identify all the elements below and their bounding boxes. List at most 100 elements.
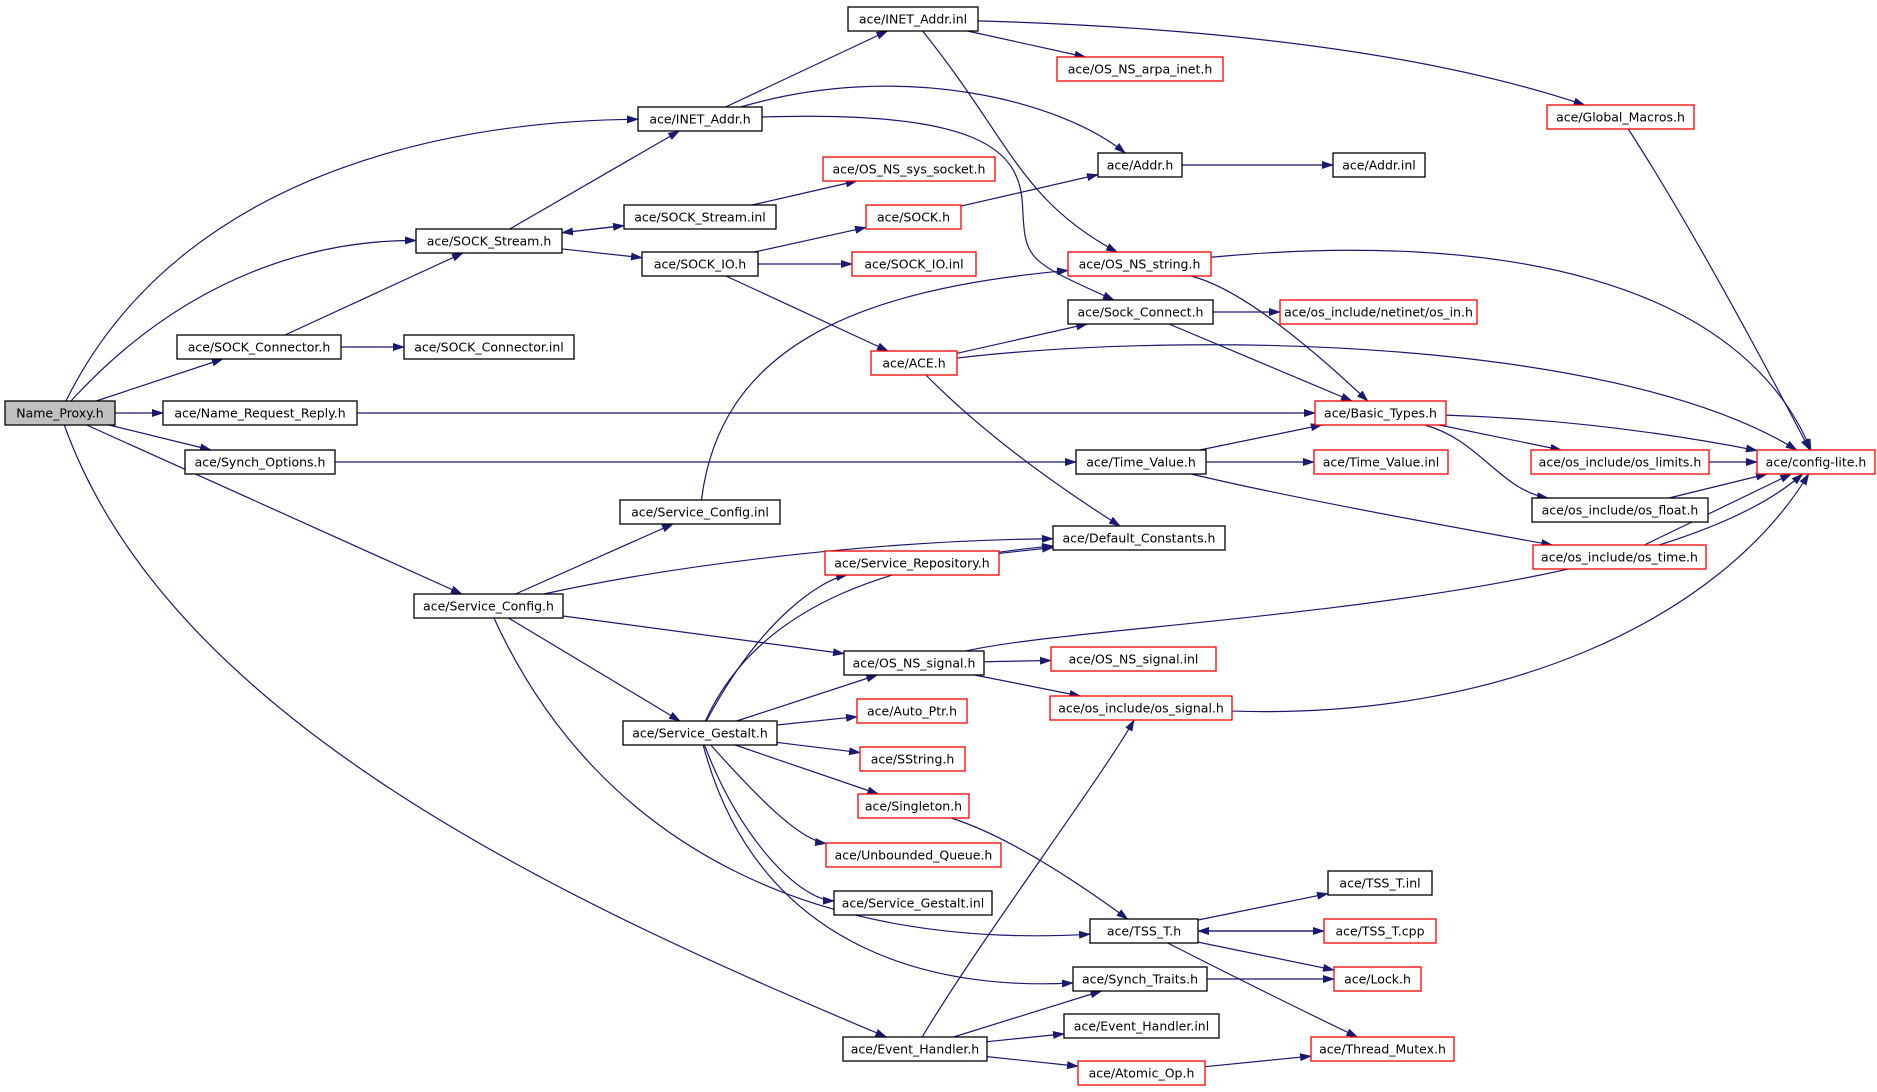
edge-n20-n25: [1445, 414, 1758, 453]
edge-n13-n20: [1190, 275, 1369, 402]
edge-n8-n5: [752, 179, 858, 206]
edge-n3-n25: [1627, 128, 1811, 451]
node-box: [403, 334, 575, 360]
graph-node[interactable]: ace/Basic_Types.h: [1314, 400, 1447, 426]
graph-node[interactable]: ace/Thread_Mutex.h: [1310, 1036, 1455, 1062]
graph-node[interactable]: ace/Synch_Traits.h: [1072, 966, 1208, 992]
edge-n30-n25: [1644, 473, 1793, 546]
edge-n29-n28: [998, 544, 1054, 555]
edge-n0-n31: [86, 424, 463, 595]
graph-node[interactable]: ace/SOCK_Connector.inl: [403, 334, 575, 360]
graph-node[interactable]: ace/os_include/os_limits.h: [1530, 449, 1710, 475]
node-box: [413, 593, 564, 619]
edges-layer: [63, 20, 1812, 1070]
edge-n13-n25: [1210, 249, 1812, 451]
node-label: ace/Default_Constants.h: [1063, 531, 1216, 546]
node-label: ace/Thread_Mutex.h: [1319, 1042, 1446, 1057]
graph-node[interactable]: ace/config-lite.h: [1756, 449, 1876, 475]
edge-n0-n4: [65, 115, 639, 402]
edge-n0-n10: [70, 236, 417, 402]
nodes-layer: Name_Proxy.h ace/INET_Addr.inl ace/OS_NS_a…: [4, 6, 1876, 1086]
graph-node[interactable]: ace/Sock_Connect.h: [1067, 299, 1214, 325]
graph-node[interactable]: ace/Lock.h: [1333, 966, 1422, 992]
graph-node[interactable]: ace/OS_NS_sys_socket.h: [822, 156, 996, 182]
graph-node[interactable]: ace/Event_Handler.inl: [1063, 1013, 1220, 1039]
graph-node[interactable]: ace/Time_Value.h: [1075, 449, 1207, 475]
graph-node[interactable]: ace/os_include/netinet/os_in.h: [1279, 299, 1478, 325]
edge-n32-n33: [983, 656, 1052, 665]
graph-node[interactable]: ace/SOCK_IO.inl: [851, 251, 977, 277]
graph-node[interactable]: ace/SOCK_IO.h: [641, 251, 759, 277]
graph-node[interactable]: ace/INET_Addr.h: [637, 106, 763, 132]
node-label: ace/OS_NS_signal.h: [853, 656, 976, 671]
graph-node[interactable]: ace/OS_NS_signal.h: [843, 650, 985, 676]
node-box: [1089, 918, 1199, 944]
node-label: ace/os_include/os_time.h: [1541, 550, 1698, 565]
edge-n4-n14: [761, 115, 1115, 301]
graph-node[interactable]: ace/OS_NS_arpa_inet.h: [1056, 56, 1224, 82]
node-box: [622, 720, 778, 746]
node-label: ace/os_include/os_limits.h: [1539, 455, 1702, 470]
graph-node[interactable]: ace/Unbounded_Queue.h: [825, 842, 1002, 868]
graph-node[interactable]: ace/OS_NS_signal.inl: [1050, 646, 1217, 672]
graph-node[interactable]: ace/Event_Handler.h: [842, 1036, 988, 1062]
node-box: [851, 251, 977, 277]
graph-node[interactable]: ace/TSS_T.h: [1089, 918, 1199, 944]
edge-n42-n45: [1197, 941, 1335, 972]
node-box: [1532, 544, 1707, 570]
node-label: ace/Service_Config.h: [423, 599, 554, 614]
node-label: ace/SOCK_IO.h: [654, 257, 746, 272]
graph-node[interactable]: ace/Service_Config.h: [413, 593, 564, 619]
graph-node[interactable]: ace/Service_Repository.h: [824, 550, 1000, 576]
edge-n10-n11: [561, 248, 643, 261]
node-label: ace/OS_NS_signal.inl: [1069, 652, 1199, 667]
node-label: ace/Service_Repository.h: [834, 556, 989, 571]
graph-node[interactable]: ace/Time_Value.inl: [1313, 449, 1449, 475]
node-label: ace/Lock.h: [1344, 972, 1411, 987]
graph-node[interactable]: ace/Service_Gestalt.h: [622, 720, 778, 746]
edge-n35-n39: [710, 744, 827, 846]
graph-node[interactable]: ace/INET_Addr.inl: [847, 6, 979, 32]
edge-n22-n20: [1199, 423, 1323, 451]
node-box: [1310, 1036, 1455, 1062]
graph-node[interactable]: ace/SOCK_Stream.inl: [623, 204, 777, 230]
edge-n35-n32: [736, 674, 879, 722]
graph-node[interactable]: ace/Synch_Options.h: [184, 449, 336, 475]
node-label: ace/Service_Gestalt.h: [632, 726, 768, 741]
node-label: ace/TSS_T.cpp: [1335, 924, 1424, 939]
graph-node[interactable]: Name_Proxy.h: [4, 400, 116, 426]
node-box: [415, 228, 563, 254]
edge-n1-n13: [922, 30, 1118, 253]
edge-n22-n30: [1191, 473, 1554, 548]
edge-n16-n10: [284, 252, 464, 336]
edge-n18-n25: [956, 344, 1798, 451]
graph-node[interactable]: ace/Default_Constants.h: [1052, 525, 1226, 551]
edge-n0-n21: [108, 424, 212, 452]
node-label: ace/SOCK_Stream.h: [427, 234, 552, 249]
graph-node[interactable]: ace/Global_Macros.h: [1546, 104, 1695, 130]
graph-node[interactable]: ace/Name_Request_Reply.h: [162, 400, 358, 426]
graph-node[interactable]: ace/os_include/os_signal.h: [1049, 695, 1233, 721]
graph-node[interactable]: ace/Service_Gestalt.inl: [833, 890, 993, 916]
graph-node[interactable]: ace/ACE.h: [870, 350, 958, 376]
graph-node[interactable]: ace/os_include/os_float.h: [1531, 497, 1709, 523]
graph-node[interactable]: ace/Addr.h: [1097, 152, 1183, 178]
node-box: [1075, 449, 1207, 475]
graph-node[interactable]: ace/Auto_Ptr.h: [856, 698, 968, 724]
node-box: [619, 499, 781, 525]
graph-node[interactable]: ace/os_include/os_time.h: [1532, 544, 1707, 570]
node-box: [1050, 646, 1217, 672]
graph-node[interactable]: ace/SOCK_Connector.h: [176, 334, 342, 360]
graph-node[interactable]: ace/Atomic_Op.h: [1077, 1060, 1206, 1086]
graph-node[interactable]: ace/TSS_T.cpp: [1323, 918, 1437, 944]
graph-node[interactable]: ace/OS_NS_string.h: [1067, 251, 1212, 277]
graph-node[interactable]: ace/Addr.inl: [1332, 152, 1426, 178]
node-label: ace/TSS_T.h: [1107, 924, 1181, 939]
graph-node[interactable]: ace/Service_Config.inl: [619, 499, 781, 525]
graph-node[interactable]: ace/Singleton.h: [857, 793, 970, 819]
graph-node[interactable]: ace/SOCK_Stream.h: [415, 228, 563, 254]
graph-node[interactable]: ace/SOCK.h: [865, 204, 962, 230]
graph-node[interactable]: ace/TSS_T.inl: [1327, 870, 1433, 896]
graph-node[interactable]: ace/SString.h: [859, 746, 966, 772]
edge-n0-n16: [95, 358, 224, 402]
